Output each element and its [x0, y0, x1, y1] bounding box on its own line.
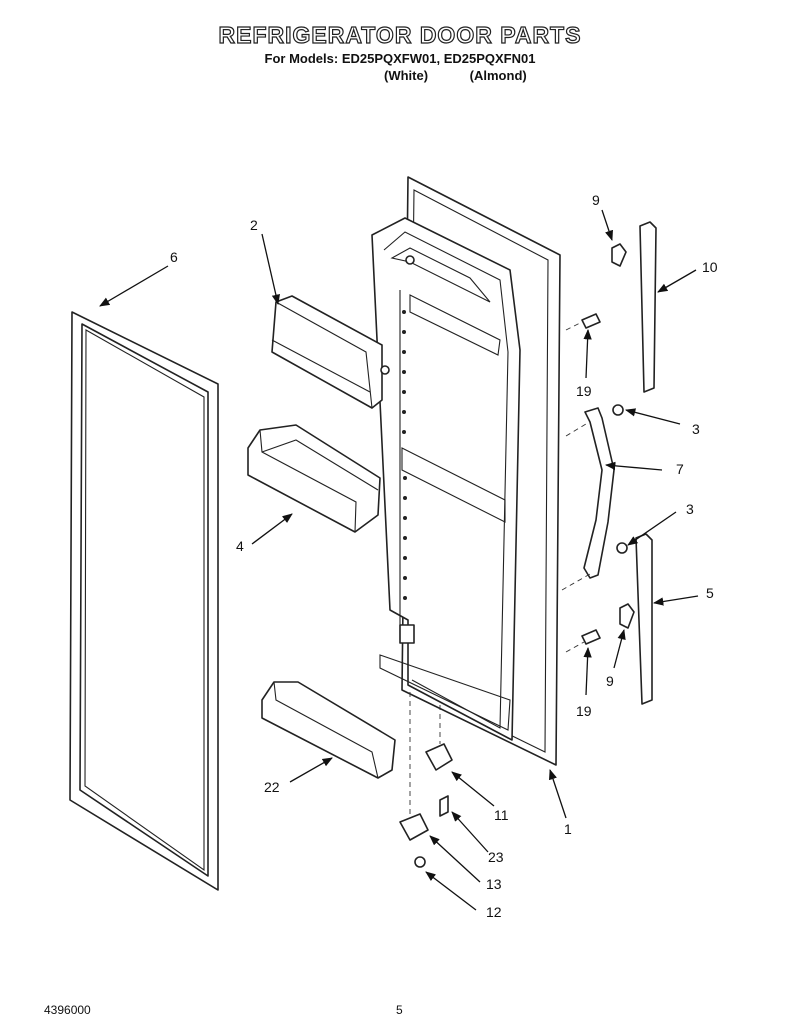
callout-9-lower: 9	[606, 673, 614, 689]
shelf-holes	[402, 310, 407, 600]
callout-19-upper: 19	[576, 383, 592, 399]
callout-4: 4	[236, 538, 244, 554]
callout-6: 6	[170, 249, 178, 265]
model-list: For Models: ED25PQXFW01, ED25PQXFN01	[264, 51, 536, 66]
callout-10: 10	[702, 259, 718, 275]
page-title: REFRIGERATOR DOOR PARTS	[218, 21, 582, 48]
color-variants: (White) (Almond)	[384, 68, 565, 83]
leader-lines	[99, 209, 699, 911]
alignment-lines	[409, 321, 591, 814]
callout-9-upper: 9	[592, 192, 600, 208]
hardware	[399, 243, 635, 868]
document-number: 4396000	[44, 1003, 91, 1017]
callout-labels: 6 2 9 10 19 3 7 3 4 5 9 19 22 11 1 23 13…	[170, 192, 718, 920]
trim-strip-upper	[639, 221, 657, 393]
callout-23: 23	[488, 849, 504, 865]
door-handle	[583, 407, 615, 579]
callout-11: 11	[494, 807, 509, 823]
door-bin-lower	[261, 681, 396, 779]
callout-2: 2	[250, 217, 258, 233]
callout-3-lower: 3	[686, 501, 694, 517]
callout-7: 7	[676, 461, 684, 477]
callout-1: 1	[564, 821, 572, 837]
callout-13: 13	[486, 876, 502, 892]
door-liner	[371, 176, 561, 766]
door-bin-upper	[247, 424, 381, 533]
dairy-compartment-door	[271, 295, 390, 409]
callout-3-upper: 3	[692, 421, 700, 437]
door-gasket	[69, 311, 219, 891]
callout-5: 5	[706, 585, 714, 601]
page-number: 5	[396, 1003, 403, 1017]
trim-strip-lower	[635, 533, 653, 705]
callout-19-lower: 19	[576, 703, 592, 719]
callout-22: 22	[264, 779, 280, 795]
color-almond: (Almond)	[469, 68, 527, 83]
callout-12: 12	[486, 904, 502, 920]
color-white: (White)	[384, 68, 429, 83]
